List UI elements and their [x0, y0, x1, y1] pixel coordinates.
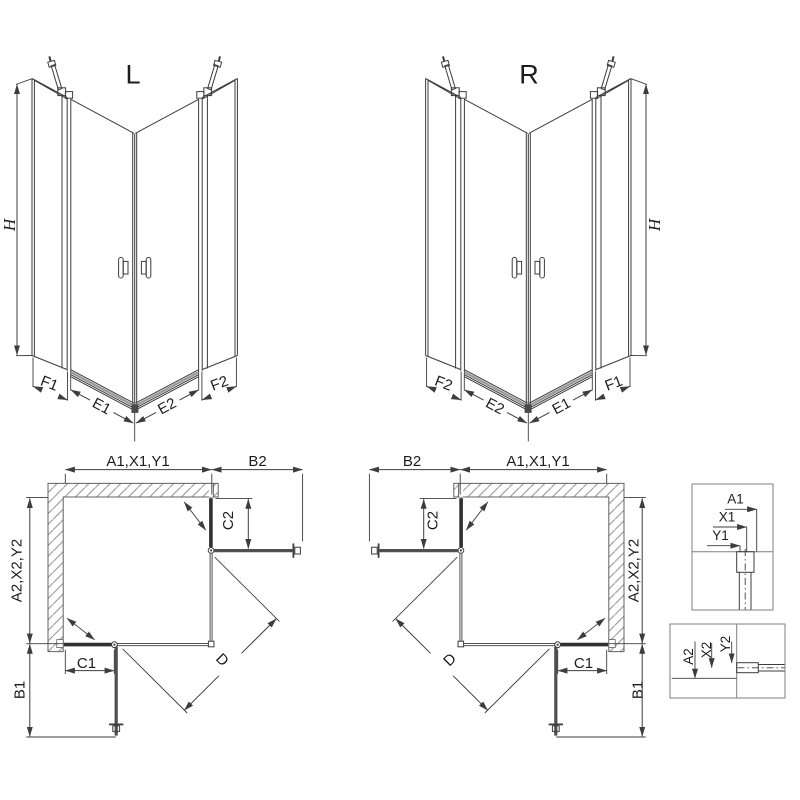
iso-left-dim-f1: F1: [38, 373, 60, 395]
iso-left-dim-e2: E2: [155, 395, 179, 419]
plan-left-dim-a1: A1,X1,Y1: [106, 453, 169, 470]
iso-left-title: L: [125, 59, 140, 89]
plan-left-dim-c2: C2: [220, 511, 237, 530]
detail-wall-label-y1: Y1: [712, 528, 729, 543]
plan-right-dim-c2: C2: [424, 511, 441, 530]
iso-left-dim-f2: F2: [208, 373, 230, 395]
iso-right-dim-h: H: [645, 217, 664, 232]
plan-left-dim-c1: C1: [77, 655, 96, 672]
plan-view-right: [369, 470, 645, 737]
iso-left-dim-e1: E1: [89, 395, 113, 419]
plan-view-left: [26, 470, 302, 737]
detail-floor-label-x2: X2: [699, 642, 714, 659]
plan-left-dim-d: D: [212, 650, 232, 670]
detail-floor-label-y2: Y2: [718, 636, 733, 653]
iso-right-dim-e1: E1: [549, 395, 573, 419]
iso-right-dim-f1: F1: [603, 373, 625, 395]
plan-right-dim-a1: A1,X1,Y1: [506, 453, 569, 470]
plan-right-dim-d: D: [440, 650, 460, 670]
plan-left-dim-b1: B1: [11, 681, 28, 699]
wall-right-plan: [453, 482, 625, 653]
iso-left-dim-h: H: [0, 217, 19, 232]
detail-box-floor-profile: [669, 623, 786, 699]
plan-right-dim-a2: A2,X2,Y2: [625, 539, 642, 602]
plan-left-dim-b2: B2: [248, 453, 266, 470]
plan-right-dim-b1: B1: [629, 681, 646, 699]
iso-right-title: R: [519, 59, 539, 89]
detail-floor-label-a2: A2: [681, 648, 696, 665]
iso-right-dim-f2: F2: [432, 373, 454, 395]
plan-right-dim-c1: C1: [574, 655, 593, 672]
labels-layer: L H F1 E1 E2 F2 R H F2 E2 E1 F1 A1,X1,Y1…: [0, 59, 744, 699]
iso-right-dim-e2: E2: [483, 395, 507, 419]
wall-left-plan: [47, 482, 219, 653]
detail-wall-label-x1: X1: [719, 510, 736, 525]
plan-right-dim-b2: B2: [403, 453, 421, 470]
detail-wall-label-a1: A1: [727, 492, 744, 507]
detail-box-wall-profile: [691, 483, 774, 611]
plan-left-dim-a2: A2,X2,Y2: [8, 539, 25, 602]
